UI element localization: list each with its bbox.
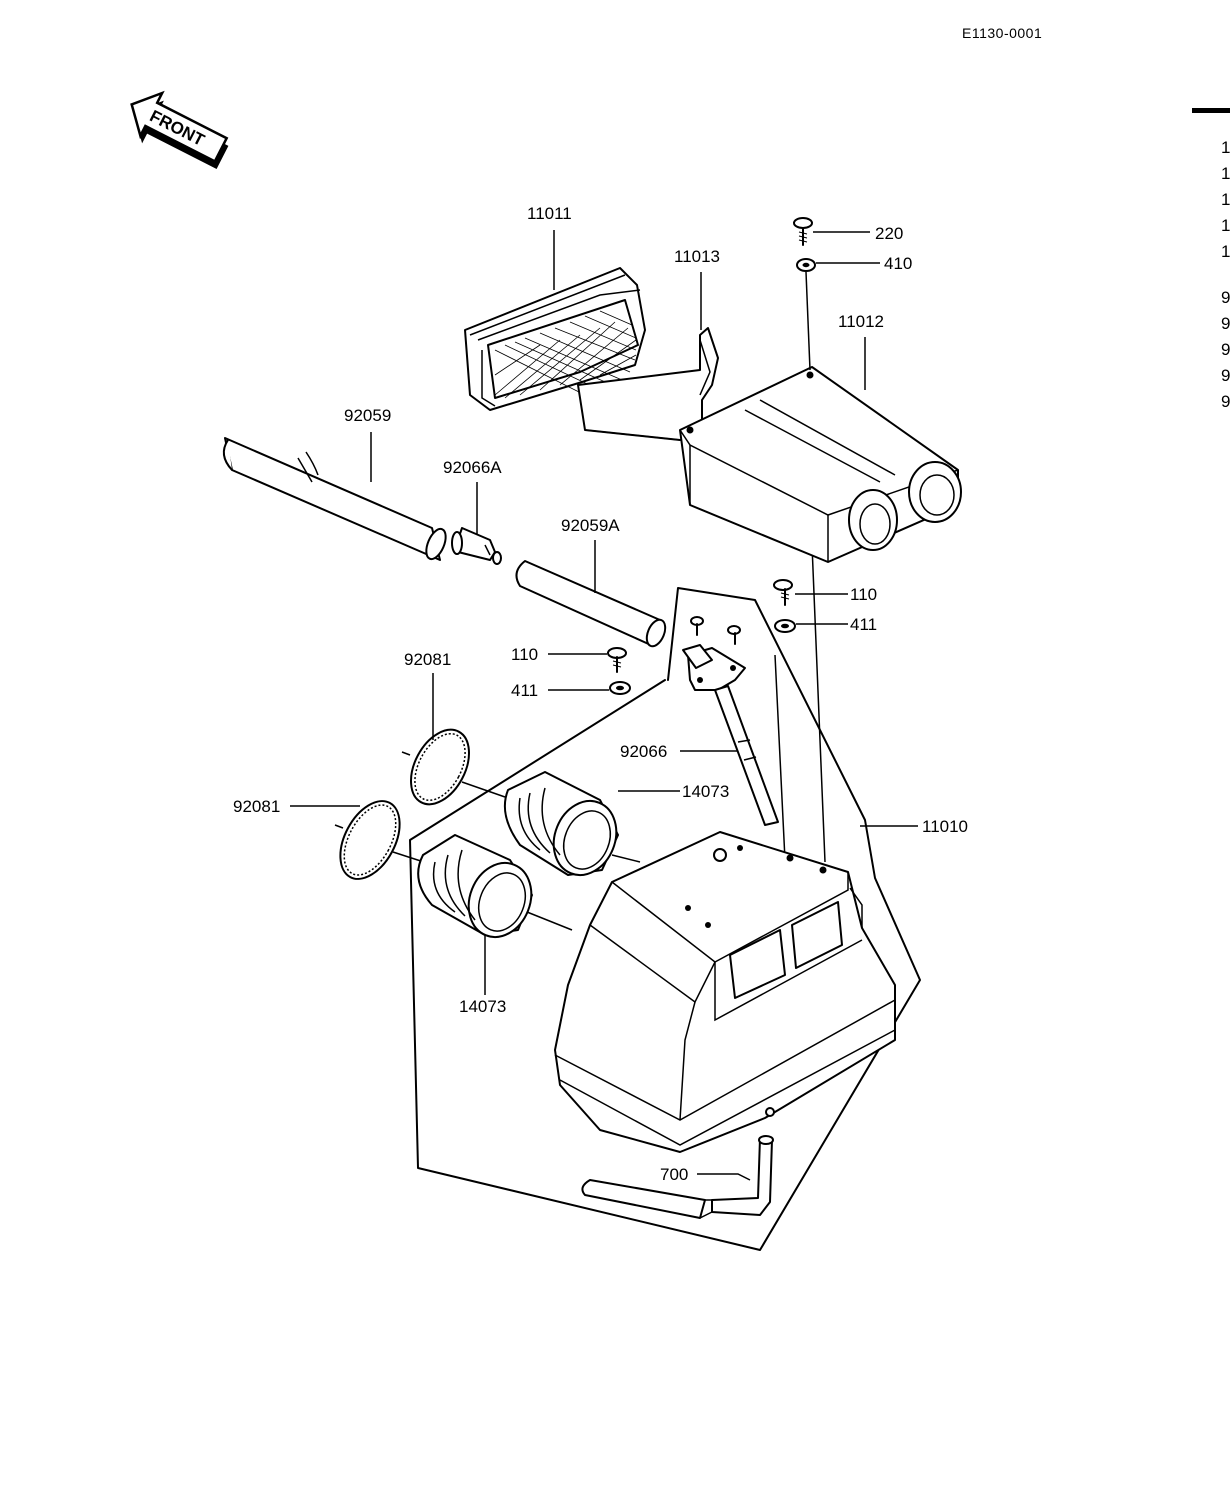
label-11012: 11012	[838, 312, 884, 331]
leader-lines	[290, 230, 918, 1181]
duct-11013	[577, 327, 719, 441]
margin-fragment: 1	[1221, 242, 1230, 261]
label-92059A: 92059A	[561, 516, 620, 535]
drain-hose-700	[581, 1135, 774, 1219]
screw-220	[793, 217, 813, 246]
washer-411-left	[609, 681, 631, 695]
margin-fragment: 1	[1221, 164, 1230, 183]
breather-92066	[682, 644, 779, 826]
washer-410	[796, 258, 816, 272]
label-92066A: 92066A	[443, 458, 502, 477]
gasket-guide-upper	[401, 751, 506, 798]
label-92059: 92059	[344, 406, 391, 425]
screw-110-right	[773, 579, 793, 606]
label-411-right: 411	[850, 615, 877, 634]
label-92081-lower: 92081	[233, 797, 280, 816]
hose-92059	[222, 437, 447, 561]
label-14073-upper: 14073	[682, 782, 729, 801]
filter-cover-11011	[464, 267, 646, 411]
label-411-left: 411	[511, 681, 538, 700]
air-box-upper-11012	[679, 366, 962, 563]
label-110-left: 110	[511, 645, 538, 664]
label-220: 220	[875, 224, 903, 243]
margin-fragment: 9	[1221, 340, 1230, 359]
gasket-92081-upper	[410, 728, 470, 806]
label-11013: 11013	[674, 247, 720, 266]
margin-fragment: 9	[1221, 366, 1230, 385]
boot-guide-upper	[611, 854, 641, 863]
margin-index: 1 1 1 1 1 9 9 9 9 9	[1192, 108, 1230, 411]
label-14073-lower: 14073	[459, 997, 506, 1016]
margin-fragment: 9	[1221, 288, 1230, 307]
label-410: 410	[884, 254, 912, 273]
label-92081-upper: 92081	[404, 650, 451, 669]
label-11011: 11011	[527, 204, 572, 223]
margin-fragment: 1	[1221, 216, 1230, 235]
label-11010: 11010	[922, 817, 968, 836]
margin-fragment: 1	[1221, 190, 1230, 209]
margin-fragment: 1	[1221, 138, 1230, 157]
fitting-92066A	[451, 527, 502, 565]
boot-14073-upper	[504, 771, 619, 876]
gasket-92081-lower	[339, 800, 401, 880]
screw-110-left	[607, 647, 627, 673]
margin-fragment: 9	[1221, 314, 1230, 333]
boot-14073-lower	[417, 834, 533, 938]
label-110-right: 110	[850, 585, 877, 604]
boot-guide-lower	[526, 911, 573, 931]
label-700: 700	[660, 1165, 688, 1184]
air-box-lower-11010	[554, 831, 896, 1153]
small-screws	[690, 616, 741, 645]
bolt-guide-lines	[774, 544, 826, 863]
margin-rule	[1192, 108, 1230, 113]
washer-411-right	[774, 619, 796, 633]
margin-fragment: 9	[1221, 392, 1230, 411]
diagram-code: E1130-0001	[962, 25, 1042, 41]
label-92066: 92066	[620, 742, 667, 761]
part-labels: 11011 11013 220 410 11012 92059 92066A 9…	[233, 204, 968, 1184]
hose-92059A	[515, 560, 667, 648]
front-arrow-icon: FRONT	[130, 90, 229, 169]
assembly-outline	[409, 587, 921, 1251]
